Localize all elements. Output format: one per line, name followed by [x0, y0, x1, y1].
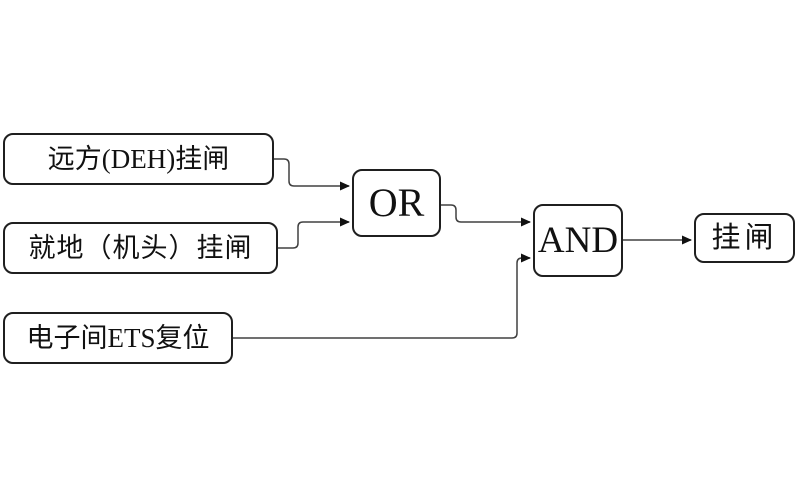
edge-remote-to-or — [274, 158, 350, 191]
edge-ets-to-and — [233, 253, 531, 339]
node-and-gate: AND — [533, 204, 623, 277]
node-electronics-room-ets-reset: 电子间ETS复位 — [3, 312, 233, 364]
node-remote-deh-latch: 远方(DEH)挂闸 — [3, 133, 274, 185]
edge-local-to-or — [278, 217, 350, 249]
node-or-gate: OR — [352, 169, 441, 237]
node-local-head-latch: 就地（机头）挂闸 — [3, 222, 278, 274]
node-latch-output: 挂闸 — [694, 213, 795, 263]
edge-or-to-and — [441, 204, 531, 227]
